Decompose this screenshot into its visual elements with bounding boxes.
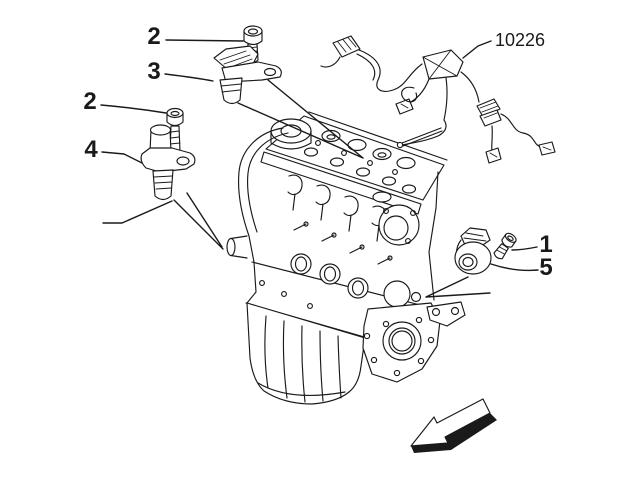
callout-harness-part-number[interactable]: 10226 <box>495 30 545 50</box>
callout-knock-sensor[interactable]: 5 <box>539 254 552 281</box>
crankshaft-sensor-drawing <box>140 124 196 201</box>
knock-sensor-bolt-drawing <box>493 232 517 260</box>
callout-crankshaft-bolt[interactable]: 2 <box>83 88 96 115</box>
crankshaft-sensor-bolt-drawing <box>166 107 184 156</box>
camshaft-sensor-drawing <box>213 45 282 105</box>
callout-camshaft-sensor[interactable]: 3 <box>147 58 160 85</box>
engine-drawing <box>226 111 466 405</box>
wiring-harness-drawing <box>320 35 556 164</box>
callout-crankshaft-sensor[interactable]: 4 <box>84 136 98 163</box>
leader-lines <box>100 39 539 298</box>
knock-sensor-drawing <box>454 227 492 275</box>
callout-camshaft-bolt[interactable]: 2 <box>147 23 160 50</box>
callout-knock-bolt[interactable]: 1 <box>539 231 552 258</box>
direction-arrow-icon <box>410 398 497 453</box>
